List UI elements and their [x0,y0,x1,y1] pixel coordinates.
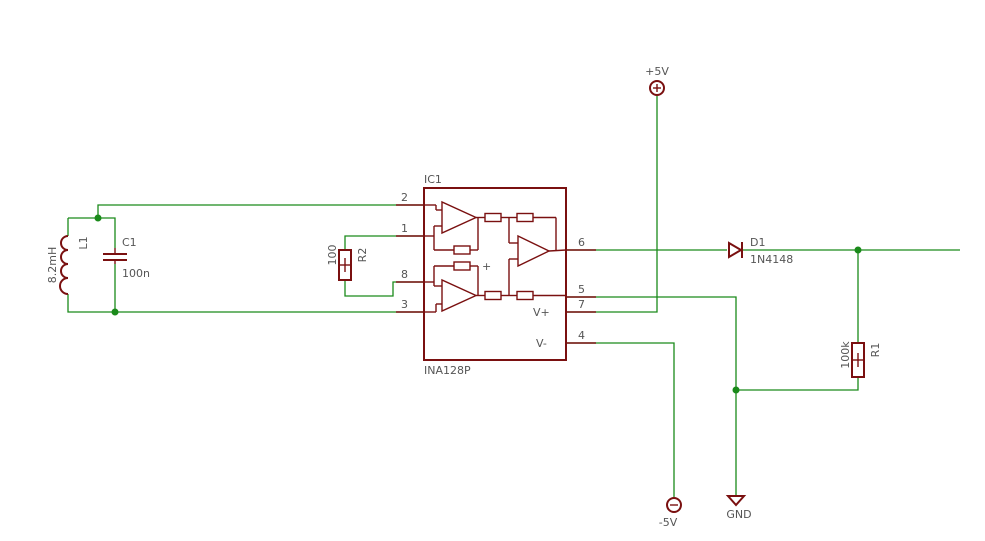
internal-resistor [516,290,534,301]
resistor-r2-value: 100 [326,245,339,266]
inductor-coil [59,235,69,295]
inductor-l1-value: 8.2mH [46,247,59,283]
ic-name: IC1 [424,173,442,186]
junction-dot [854,246,862,254]
internal-resistor [453,261,471,271]
capacitor-c1-name: C1 [122,236,137,249]
ic1-ina128p: IC1 INA128P 2 1 8 3 6 5 7 4 V+ V- [396,173,596,377]
junction-dot [111,308,119,316]
pin-number: 3 [401,298,408,311]
pin-name-vminus: V- [536,337,547,350]
diode-d1-value: 1N4148 [750,253,793,266]
wire-l1-bottom [67,294,424,313]
internal-plus-sign: + [482,260,491,273]
resistor-r1-body [851,342,865,378]
pin-number: 7 [578,298,585,311]
inductor-l1-name: L1 [77,236,90,249]
wire-vplus [566,96,658,313]
supply-plus5v-label: +5V [645,65,669,78]
wire-vminus [566,342,675,497]
ground-icon [725,495,747,507]
junction-dot [94,214,102,222]
supply-plus-icon [649,80,665,96]
internal-resistor [484,290,502,301]
supply-minus5v-label: -5V [659,516,678,529]
pin-number: 5 [578,283,585,296]
inductor-l1: 8.2mH L1 [46,235,90,295]
resistor-r2-body [338,249,352,281]
junction-dot [732,386,740,394]
ic-body [423,187,567,361]
pin-number: 6 [578,236,585,249]
pin-number: 1 [401,222,408,235]
wire-r1-bottom [736,377,859,391]
supply-plus5v: +5V [645,65,669,96]
supply-minus5v: -5V [659,497,682,529]
capacitor-c1-value: 100n [122,267,150,280]
resistor-r2-name: R2 [356,248,369,263]
opamp-a1 [441,200,478,235]
internal-resistor [516,212,534,223]
wires [67,96,960,497]
wire-c1-top [98,217,116,248]
opamp-a2 [441,278,478,313]
internal-resistor [453,245,471,255]
wire-net-in-plus-top [68,204,424,219]
junctions [94,214,862,394]
diode-d1: D1 1N4148 [728,236,793,266]
supply-gnd: GND [725,495,752,521]
resistor-r1-value: 100k [839,341,852,369]
pin-number: 8 [401,268,408,281]
internal-resistor [484,212,502,223]
pin-number: 2 [401,191,408,204]
diode-d1-name: D1 [750,236,765,249]
opamp-diff [517,234,551,268]
resistor-r2: 100 R2 [326,245,369,281]
diode-triangle [728,241,743,259]
pin-number: 4 [578,329,585,342]
wire-ref-gnd [566,296,737,496]
supply-gnd-label: GND [726,508,751,521]
pin-name-vplus: V+ [533,306,550,319]
supply-minus-icon [666,497,682,513]
opamp-diff-out [548,249,567,252]
ic-value: INA128P [424,364,471,377]
resistor-r1: 100k R1 [839,341,882,378]
resistor-r1-name: R1 [869,343,882,358]
capacitor-c1: C1 100n [103,236,150,280]
